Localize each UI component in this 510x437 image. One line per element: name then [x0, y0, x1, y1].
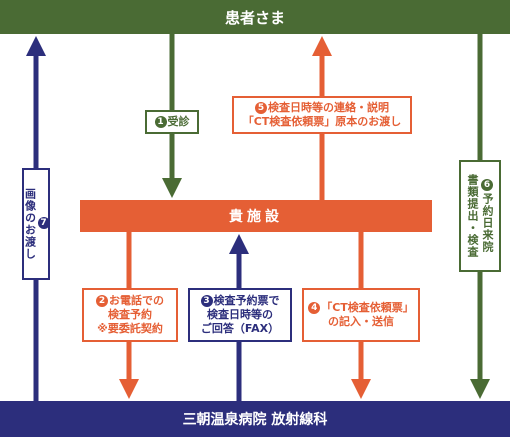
step-5-line-2: 「CT検査依頼票」原本のお渡し	[242, 115, 402, 128]
step-4-number: 4	[308, 302, 321, 314]
step-6-line-1: 予約日来院	[481, 193, 494, 253]
patient-bar: 患者さま	[0, 0, 510, 34]
step-5-number: 5	[255, 102, 267, 114]
step-7-number: 7	[37, 217, 50, 229]
step-1-number: 1	[154, 116, 167, 128]
step-6-number: 6	[481, 179, 493, 191]
step-6-line-2: 書類提出・検査	[466, 174, 479, 258]
step-2-line-3: ※要委託契約	[97, 322, 163, 335]
patient-label: 患者さま	[224, 8, 285, 27]
step-7-line-1: 画像のお渡し	[23, 188, 37, 260]
step-4-box: 4「CT検査依頼票」 の記入・送信	[302, 288, 420, 342]
facility-label: 貴施設	[229, 209, 283, 225]
step-3-line-2: 検査日時等の	[207, 308, 273, 321]
step-5-line-1: 検査日時等の連絡・説明	[268, 101, 389, 114]
step-2-line-2: 検査予約	[108, 308, 152, 321]
hospital-bar: 三朝温泉病院 放射線科	[0, 401, 510, 437]
step-3-number: 3	[200, 295, 213, 307]
step-4-line-2: の記入・送信	[328, 315, 394, 328]
hospital-label: 三朝温泉病院 放射線科	[182, 412, 328, 428]
step-1-line-1: 受診	[167, 115, 190, 128]
facility-bar: 貴施設	[80, 200, 432, 232]
step-3-line-1: 検査予約票で	[213, 294, 280, 307]
step-2-line-1: お電話での	[109, 294, 164, 307]
step-4-line-1: 「CT検査依頼票」	[321, 301, 414, 314]
step-2-number: 2	[96, 295, 108, 307]
step-3-line-3: ご回答（FAX）	[200, 322, 280, 335]
step-6-box: 6 予約日来院 書類提出・検査	[459, 160, 501, 272]
